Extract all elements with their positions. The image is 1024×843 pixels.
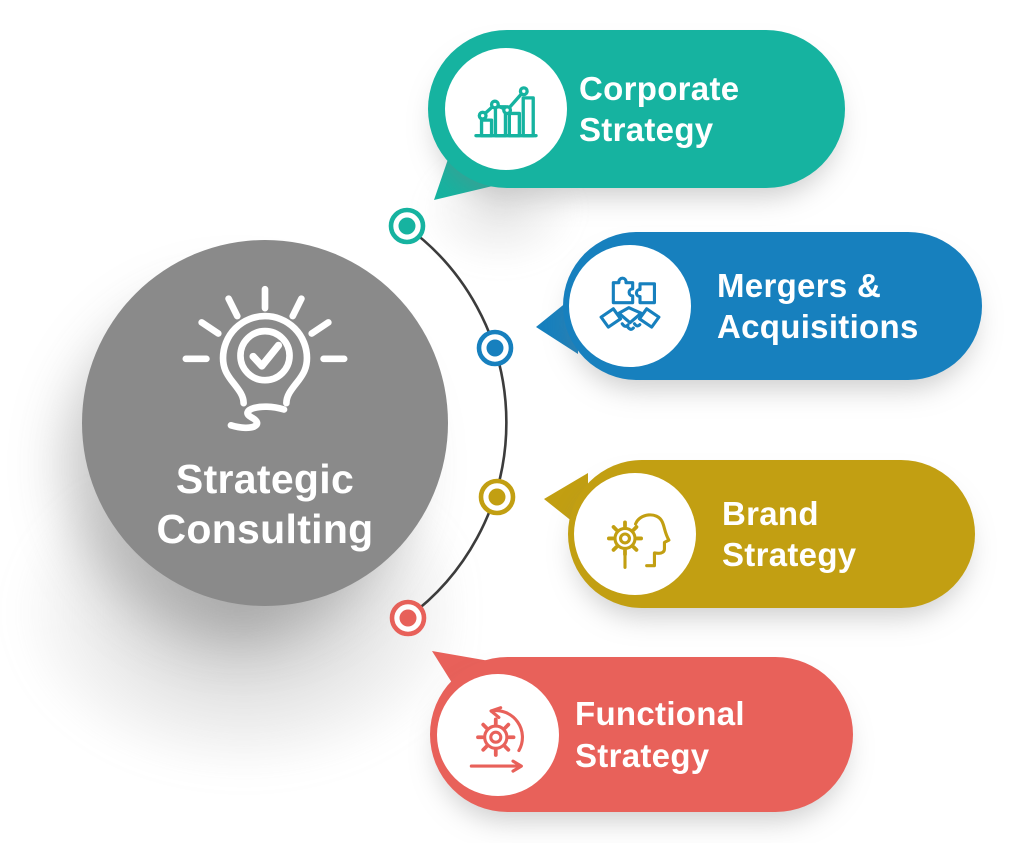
connector-dot-corporate xyxy=(388,207,426,245)
connector-dot-functional xyxy=(389,599,427,637)
icon-badge xyxy=(569,245,691,367)
connector-dot-brand xyxy=(478,478,516,516)
connector-dot-mergers xyxy=(476,329,514,367)
cycle-gear-icon xyxy=(469,705,524,773)
growth-chart-icon xyxy=(474,86,538,138)
bubble-label: Mergers & Acquisitions xyxy=(717,266,919,345)
bubble-label: Corporate Strategy xyxy=(579,69,740,148)
central-node: Strategic Consulting xyxy=(82,240,448,606)
head-gear-icon xyxy=(607,513,671,569)
icon-badge xyxy=(574,473,696,595)
bubble-functional-strategy: Functional Strategy xyxy=(430,657,853,812)
bubble-label: Functional Strategy xyxy=(575,695,745,774)
lightbulb-check-icon xyxy=(182,285,348,432)
handshake-puzzle-icon xyxy=(599,276,661,331)
bubble-mergers-acquisitions: Mergers & Acquisitions xyxy=(563,232,982,380)
icon-badge xyxy=(437,673,559,796)
bubble-label: Brand Strategy xyxy=(722,494,857,573)
bubble-corporate-strategy: Corporate Strategy xyxy=(428,30,845,188)
bubble-brand-strategy: Brand Strategy xyxy=(568,460,975,608)
icon-badge xyxy=(445,48,567,170)
central-node-label: Strategic Consulting xyxy=(156,456,374,553)
